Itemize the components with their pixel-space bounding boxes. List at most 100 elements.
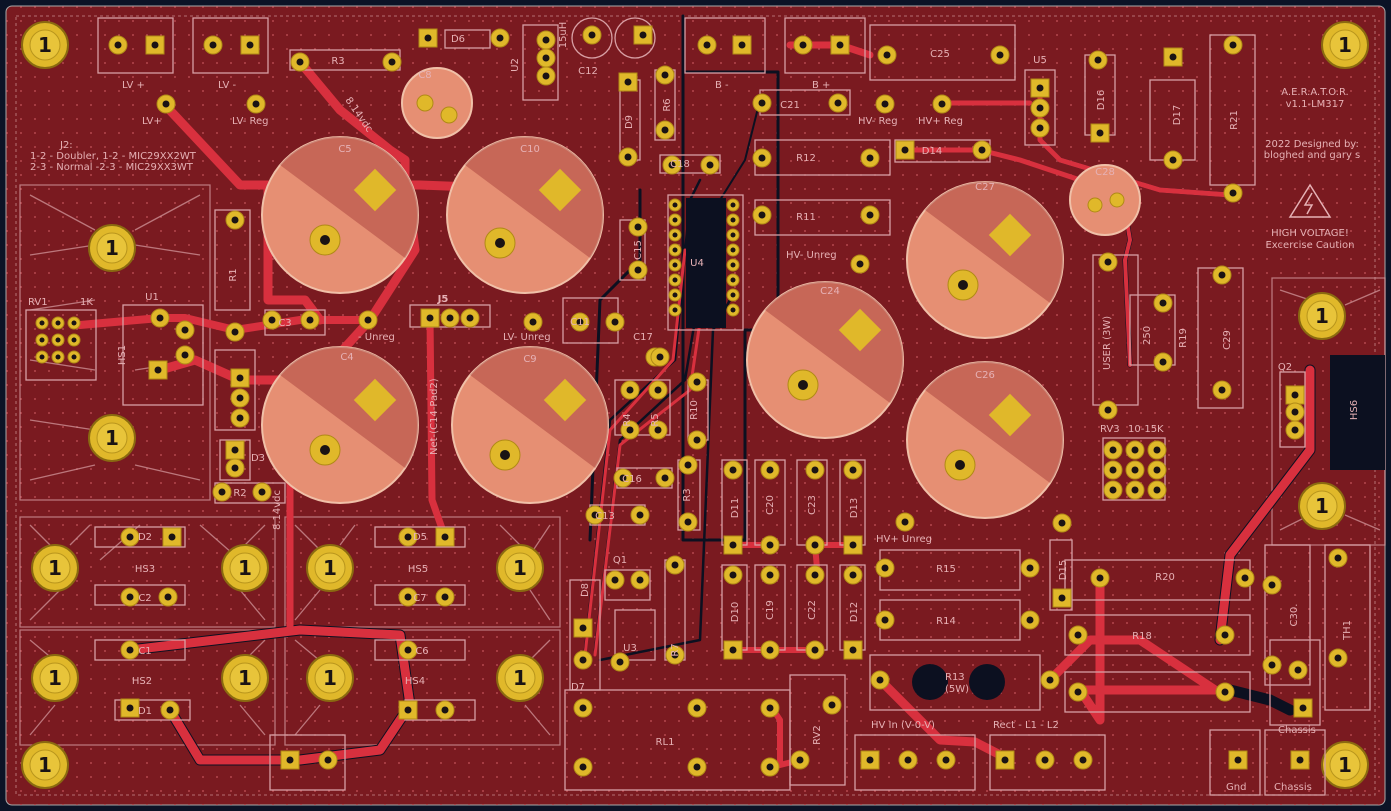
pad[interactable] <box>687 372 707 392</box>
pad[interactable] <box>723 535 743 555</box>
dip-pin[interactable] <box>726 273 740 287</box>
pad[interactable] <box>650 347 670 367</box>
pad[interactable] <box>582 25 602 45</box>
pad[interactable] <box>246 94 266 114</box>
dip-pin[interactable] <box>668 303 682 317</box>
rv1-pin[interactable] <box>67 350 81 364</box>
rv1-pin[interactable] <box>67 316 81 330</box>
pad[interactable] <box>678 455 698 475</box>
pad[interactable] <box>1090 123 1110 143</box>
dip-pin[interactable] <box>726 258 740 272</box>
pad[interactable] <box>723 640 743 660</box>
pad[interactable] <box>723 565 743 585</box>
pad[interactable] <box>630 505 650 525</box>
pad[interactable] <box>830 35 850 55</box>
pad[interactable] <box>605 312 625 332</box>
pad[interactable] <box>1125 440 1145 460</box>
pad[interactable] <box>300 310 320 330</box>
rv1-pin[interactable] <box>67 333 81 347</box>
rv1-pin[interactable] <box>51 333 65 347</box>
pad[interactable] <box>1098 252 1118 272</box>
dip-pin[interactable] <box>726 303 740 317</box>
pad[interactable] <box>618 147 638 167</box>
pad[interactable] <box>760 757 780 777</box>
pad[interactable] <box>120 640 140 660</box>
pad[interactable] <box>860 148 880 168</box>
pad[interactable] <box>1212 380 1232 400</box>
rv1-pin[interactable] <box>35 333 49 347</box>
pad[interactable] <box>120 587 140 607</box>
pad[interactable] <box>700 155 720 175</box>
pad[interactable] <box>655 120 675 140</box>
pad[interactable] <box>1285 385 1305 405</box>
pad[interactable] <box>1147 460 1167 480</box>
pad[interactable] <box>318 750 338 770</box>
pad[interactable] <box>1285 402 1305 422</box>
dip-pin[interactable] <box>726 288 740 302</box>
pad[interactable] <box>793 35 813 55</box>
pad[interactable] <box>630 570 650 590</box>
pad[interactable] <box>1223 35 1243 55</box>
pad[interactable] <box>1285 420 1305 440</box>
pad[interactable] <box>662 155 682 175</box>
pad[interactable] <box>752 93 772 113</box>
pad[interactable] <box>1215 682 1235 702</box>
pad[interactable] <box>843 535 863 555</box>
pad[interactable] <box>972 140 992 160</box>
dip-pin[interactable] <box>668 228 682 242</box>
pad[interactable] <box>875 94 895 114</box>
pad[interactable] <box>585 505 605 525</box>
pad[interactable] <box>760 640 780 660</box>
pad[interactable] <box>1103 440 1123 460</box>
pad[interactable] <box>1020 558 1040 578</box>
pad[interactable] <box>420 308 440 328</box>
pad[interactable] <box>523 312 543 332</box>
dip-pin[interactable] <box>668 273 682 287</box>
pad[interactable] <box>203 35 223 55</box>
pad[interactable] <box>1030 118 1050 138</box>
pad[interactable] <box>1030 78 1050 98</box>
pad[interactable] <box>398 640 418 660</box>
pad[interactable] <box>648 420 668 440</box>
pad[interactable] <box>536 30 556 50</box>
pad[interactable] <box>573 757 593 777</box>
pad[interactable] <box>665 555 685 575</box>
pad[interactable] <box>618 72 638 92</box>
pad[interactable] <box>398 527 418 547</box>
pad[interactable] <box>358 310 378 330</box>
pad[interactable] <box>1103 480 1123 500</box>
pad[interactable] <box>225 458 245 478</box>
pad[interactable] <box>805 565 825 585</box>
pad[interactable] <box>628 260 648 280</box>
pad[interactable] <box>382 52 402 72</box>
dip-pin[interactable] <box>668 213 682 227</box>
pad[interactable] <box>843 565 863 585</box>
pad[interactable] <box>860 205 880 225</box>
pad[interactable] <box>1073 750 1093 770</box>
pad[interactable] <box>225 322 245 342</box>
pad[interactable] <box>752 205 772 225</box>
pad[interactable] <box>760 460 780 480</box>
pad[interactable] <box>678 512 698 532</box>
pad[interactable] <box>158 587 178 607</box>
pad[interactable] <box>262 310 282 330</box>
pad[interactable] <box>160 700 180 720</box>
pad[interactable] <box>760 565 780 585</box>
pad[interactable] <box>822 695 842 715</box>
dip-pin[interactable] <box>726 228 740 242</box>
pad[interactable] <box>240 35 260 55</box>
dip-pin[interactable] <box>726 243 740 257</box>
pad[interactable] <box>1328 548 1348 568</box>
pad[interactable] <box>1223 183 1243 203</box>
pad[interactable] <box>655 468 675 488</box>
pad[interactable] <box>697 35 717 55</box>
pad[interactable] <box>760 698 780 718</box>
pad[interactable] <box>895 140 915 160</box>
pad[interactable] <box>620 420 640 440</box>
pad[interactable] <box>828 93 848 113</box>
pad[interactable] <box>1068 682 1088 702</box>
pad[interactable] <box>280 750 300 770</box>
pad[interactable] <box>490 28 510 48</box>
pad[interactable] <box>687 430 707 450</box>
pad[interactable] <box>1035 750 1055 770</box>
